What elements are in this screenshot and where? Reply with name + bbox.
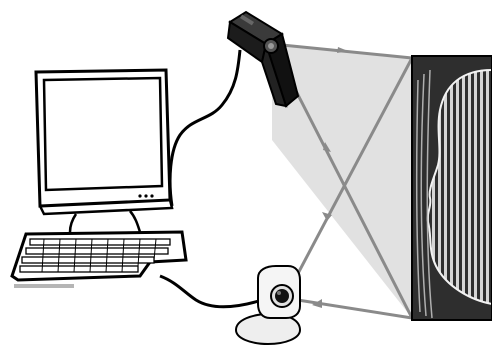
computer-projector-cable — [170, 50, 240, 206]
monitor-button — [138, 194, 141, 197]
face-relief-icon — [412, 56, 492, 320]
monitor-stand — [70, 211, 140, 232]
desktop-computer-icon — [36, 70, 172, 232]
monitor-button — [144, 194, 147, 197]
camera-ray-bottom — [285, 298, 412, 318]
monitor-screen — [44, 78, 162, 190]
monitor-button — [150, 194, 153, 197]
cables — [160, 50, 262, 307]
keyboard-label-strip — [14, 284, 74, 288]
webcam-lens — [275, 289, 289, 303]
computer-camera-cable — [160, 276, 262, 307]
keyboard-icon — [12, 232, 186, 288]
